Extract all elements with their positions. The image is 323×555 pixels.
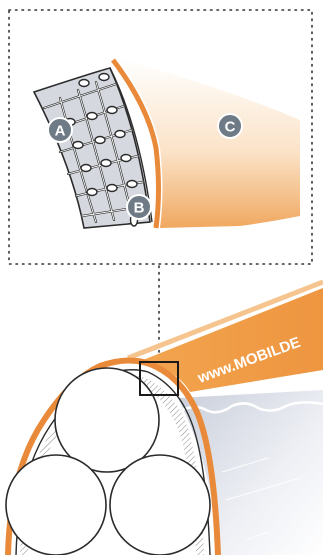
label-c: C <box>218 114 242 138</box>
cylinder-bottom-right <box>110 455 210 555</box>
tank-illustration: www.MOBILDE <box>6 282 323 555</box>
cylinder-bottom-left <box>6 455 106 555</box>
detail-inset: A B C <box>9 10 312 264</box>
label-b-text: B <box>134 200 145 217</box>
label-c-text: C <box>225 119 236 136</box>
label-b: B <box>127 195 151 219</box>
label-a-text: A <box>55 123 66 140</box>
label-a: A <box>48 118 72 142</box>
